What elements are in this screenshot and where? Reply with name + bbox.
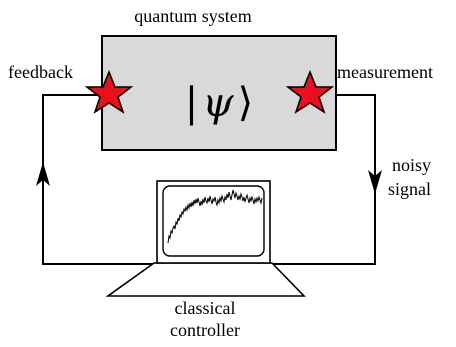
- down-arrow-icon: [368, 170, 382, 194]
- laptop-screen: [162, 185, 265, 257]
- feedback-star-icon: [84, 69, 134, 114]
- controller-label: controller: [170, 320, 240, 340]
- up-arrow-icon: [36, 162, 50, 186]
- quantum-system-label: quantum system: [134, 6, 252, 26]
- measurement-label: measurement: [337, 62, 433, 82]
- ket-bar: |: [184, 80, 199, 126]
- ket-bracket: ⟩: [237, 80, 254, 126]
- psi-symbol: ψ: [202, 80, 234, 126]
- quantum-state-ket: | ψ ⟩: [102, 58, 336, 148]
- feedback-label: feedback: [8, 62, 73, 82]
- classical-label: classical: [174, 298, 236, 318]
- signal-label: signal: [388, 179, 431, 199]
- measurement-star-icon: [285, 69, 335, 114]
- noisy-label: noisy: [392, 155, 432, 175]
- noisy-signal-trace: [167, 189, 263, 244]
- laptop-base: [105, 262, 306, 297]
